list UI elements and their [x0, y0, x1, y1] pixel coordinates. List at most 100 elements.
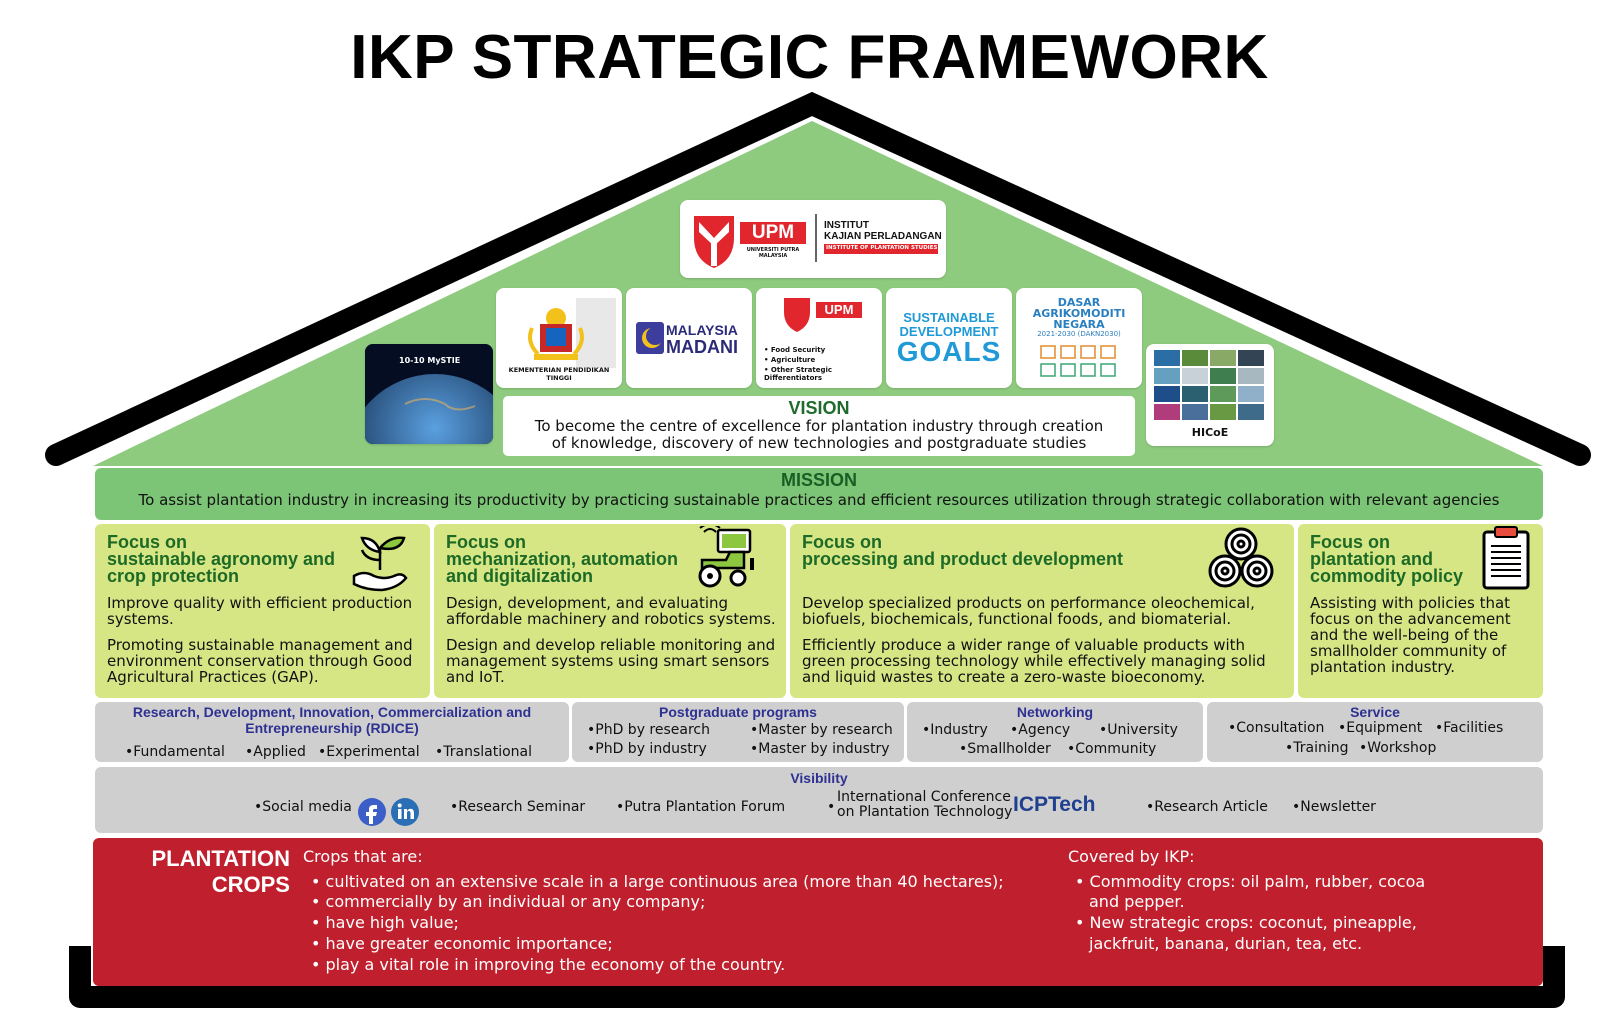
kpt-label: KEMENTERIAN PENDIDIKAN TINGGI — [508, 366, 610, 382]
upm-acronym: UPM — [751, 222, 795, 243]
earth-globe-icon — [365, 344, 493, 444]
upm-crest-icon — [694, 214, 938, 268]
crop-criterion-3: • have high value; — [311, 913, 459, 932]
visibility-box: Visibility •Social media •Research Semin… — [95, 767, 1543, 833]
upm-focus-card: UPM • Food Security • Agriculture • Othe… — [756, 288, 882, 388]
madani-crescent-icon — [636, 322, 664, 354]
icptech-logo: ICPTech — [1013, 793, 1096, 816]
postgrad-item-phd-industry: •PhD by industry — [587, 741, 707, 757]
focus-paragraph-2: Efficiently produce a wider range of val… — [802, 636, 1266, 686]
visibility-social-media: •Social media — [254, 799, 352, 815]
focus-paragraph-1: Design, development, and evaluating affo… — [446, 594, 776, 628]
vision-box: VISION To become the centre of excellenc… — [503, 396, 1135, 456]
plantation-crops-box: PLANTATION CROPS Crops that are: • culti… — [93, 838, 1543, 986]
rdice-item-experimental: •Experimental — [318, 744, 420, 760]
ikp-logo-card: UPM UNIVERSITI PUTRA MALAYSIA INSTITUT K… — [680, 200, 946, 278]
covered-line-4: jackfruit, banana, durian, tea, etc. — [1089, 934, 1363, 953]
roof-outline — [45, 91, 1591, 466]
mission-title: MISSION — [780, 470, 857, 490]
research-photo-collage — [1154, 350, 1264, 420]
service-item-equipment: •Equipment — [1338, 720, 1423, 736]
vision-title: VISION — [788, 398, 850, 418]
facebook-icon — [358, 798, 386, 826]
mission-text: To assist plantation industry in increas… — [138, 491, 1500, 509]
visibility-bullet: • — [827, 799, 836, 815]
visibility-title: Visibility — [790, 770, 848, 786]
visibility-putra-plantation-forum: •Putra Plantation Forum — [616, 799, 786, 815]
focus-title-line2: processing and product development — [802, 549, 1124, 569]
focus-title-line3: and digitalization — [446, 566, 593, 586]
madani-logo-card: MALAYSIA MADANI — [626, 288, 752, 388]
service-item-facilities: •Facilities — [1435, 720, 1504, 736]
covered-line-1: • Commodity crops: oil palm, rubber, coc… — [1075, 872, 1426, 891]
covered-line-3: • New strategic crops: coconut, pineappl… — [1075, 913, 1417, 932]
covered-heading: Covered by IKP: — [1068, 847, 1195, 866]
focus-box-policy: Focus on plantation and commodity policy… — [1298, 524, 1543, 698]
focus-box-processing: Focus on processing and product developm… — [790, 524, 1294, 698]
focus-title-line1: Focus on — [446, 532, 526, 552]
focus-title-line3: commodity policy — [1310, 566, 1464, 586]
floor-outline — [69, 946, 1565, 1008]
upm-small-acronym: UPM — [824, 302, 854, 317]
rdice-item-translational: •Translational — [435, 744, 533, 760]
focus-title-line2: mechanization, automation — [446, 549, 679, 569]
service-box: Service •Consultation •Equipment •Facili… — [1207, 702, 1543, 762]
rdice-box: Research, Development, Innovation, Comme… — [95, 702, 569, 762]
vision-line2: of knowledge, discovery of new technolog… — [551, 434, 1087, 452]
madani-line2: MADANI — [666, 337, 738, 357]
crop-criterion-5: • play a vital role in improving the eco… — [311, 955, 786, 974]
plantation-label-line2: CROPS — [211, 872, 290, 897]
service-title: Service — [1350, 704, 1400, 720]
networking-item-industry: •Industry — [922, 722, 988, 738]
service-item-consultation: •Consultation — [1228, 720, 1325, 736]
kpt-logo-card: KEMENTERIAN PENDIDIKAN TINGGI — [496, 288, 622, 388]
tractor-icon — [698, 526, 754, 588]
institute-line1: INSTITUT — [824, 220, 869, 231]
crop-criterion-4: • have greater economic importance; — [311, 934, 613, 953]
visibility-conference-line2: on Plantation Technology — [837, 804, 1013, 820]
upm-name: UNIVERSITI PUTRA MALAYSIA — [746, 247, 800, 259]
postgrad-item-master-research: •Master by research — [750, 722, 893, 738]
plant-hand-icon — [352, 536, 408, 592]
focus-title-line2: sustainable agronomy and — [107, 549, 336, 569]
sdg-logo-card: SUSTAINABLE DEVELOPMENT GOALS — [886, 288, 1012, 388]
dakn-line2: AGRIKOMODITI — [1032, 307, 1126, 320]
visibility-conference-line1: International Conference — [837, 789, 1011, 805]
visibility-newsletter: •Newsletter — [1292, 799, 1376, 815]
hicoe-label: HICoE — [1191, 426, 1229, 439]
dakn-logo-card: DASAR AGRIKOMODITI NEGARA 2021-2030 (DAK… — [1016, 288, 1142, 388]
crop-criterion-2: • commercially by an individual or any c… — [311, 892, 706, 911]
rdice-title: Research, Development, Innovation, Comme… — [132, 704, 532, 736]
visibility-research-article: •Research Article — [1146, 799, 1268, 815]
crop-criterion-1: • cultivated on an extensive scale in a … — [311, 872, 1004, 891]
sdg-line1: SUSTAINABLE — [903, 310, 995, 325]
mission-box: MISSION To assist plantation industry in… — [95, 468, 1543, 520]
postgrad-box: Postgraduate programs •PhD by research •… — [572, 702, 904, 762]
covered-line-2: and pepper. — [1089, 892, 1185, 911]
rdice-item-applied: •Applied — [245, 744, 306, 760]
focus-box-mechanization: Focus on mechanization, automation and d… — [434, 524, 786, 698]
focus-title-line1: Focus on — [1310, 532, 1390, 552]
sdg-line2: DEVELOPMENT — [899, 324, 999, 339]
focus-paragraph-1: Assisting with policies that focus on th… — [1310, 594, 1511, 676]
madani-line1: MALAYSIA — [666, 322, 738, 338]
institute-line3: INSTITUTE OF PLANTATION STUDIES — [826, 245, 938, 251]
mystie-logo-card: 10-10 MySTIE — [365, 344, 493, 444]
malaysia-coat-of-arms-icon — [528, 298, 616, 368]
focus-paragraph-2: Design and develop reliable monitoring a… — [446, 636, 776, 686]
service-item-training: •Training — [1285, 740, 1349, 756]
visibility-research-seminar: •Research Seminar — [450, 799, 586, 815]
rdice-item-fundamental: •Fundamental — [125, 744, 225, 760]
commodity-icons-grid — [1040, 345, 1116, 377]
focus-box-agronomy: Focus on sustainable agronomy and crop p… — [95, 524, 430, 698]
plantation-label-line1: PLANTATION — [151, 846, 291, 871]
focus-title-line1: Focus on — [107, 532, 187, 552]
linkedin-icon — [391, 798, 419, 826]
focus-title-line2: plantation and — [1310, 549, 1433, 569]
focus-paragraph-1: Develop specialized products on performa… — [802, 594, 1255, 628]
rubber-rolls-icon — [1208, 527, 1274, 588]
sdg-line3: GOALS — [896, 336, 1002, 367]
upm-focus-1: • Food Security — [764, 346, 826, 354]
institute-line2: KAJIAN PERLADANGAN — [824, 231, 942, 242]
mystie-label: 10-10 MySTIE — [399, 356, 461, 365]
